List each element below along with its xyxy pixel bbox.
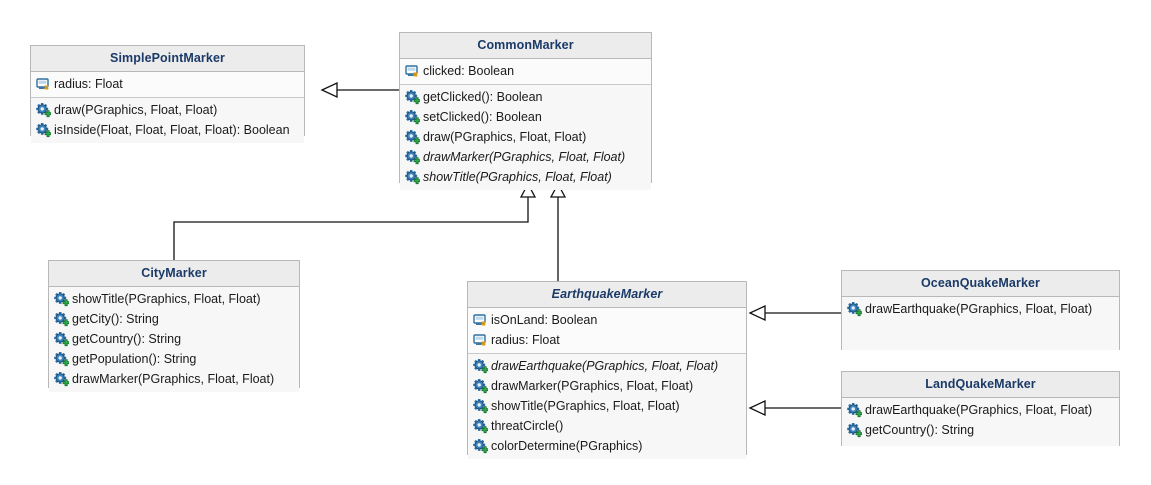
attributes-section-simple-point-marker: radius: Float [31,72,304,98]
public-method-icon [473,358,488,374]
attributes-section-common-marker: clicked: Boolean [400,59,651,85]
public-method-icon [54,351,69,367]
attributes-section-earthquake-marker: isOnLand: Boolean radius: Float [468,308,746,354]
edge-city-marker-to-common-marker [173,182,537,260]
protected-attribute-icon [473,333,488,348]
method-row: showTitle(PGraphics, Float, Float) [400,167,651,187]
public-method-icon [847,301,862,317]
method-row: showTitle(PGraphics, Float, Float) [468,396,746,416]
public-method-icon [54,331,69,347]
method-row: drawEarthquake(PGraphics, Float, Float) [842,299,1119,319]
method-row: drawMarker(PGraphics, Float, Float) [49,369,299,389]
public-method-icon [54,311,69,327]
member-label: showTitle(PGraphics, Float, Float) [72,292,261,306]
method-row: setClicked(): Boolean [400,107,651,127]
edge-earthquake-marker-to-common-marker [549,182,567,281]
method-row: drawMarker(PGraphics, Float, Float) [468,376,746,396]
class-box-city-marker[interactable]: CityMarker showTitle(PGraphics, Float, F… [48,260,300,392]
method-row: getCountry(): String [49,329,299,349]
class-box-earthquake-marker[interactable]: EarthquakeMarker isOnLand: Boolean radius… [467,281,747,459]
edge-common-marker-to-simple-point-marker [320,81,399,99]
class-title-land-quake-marker: LandQuakeMarker [842,372,1119,398]
methods-section-earthquake-marker: drawEarthquake(PGraphics, Float, Float) d… [468,354,746,459]
member-label: drawEarthquake(PGraphics, Float, Float) [865,403,1093,417]
class-title-ocean-quake-marker: OceanQuakeMarker [842,271,1119,297]
protected-attribute-icon [473,313,488,328]
method-row: getCountry(): String [842,420,1119,440]
methods-section-simple-point-marker: draw(PGraphics, Float, Float) isInside(Fl… [31,98,304,143]
methods-section-land-quake-marker: drawEarthquake(PGraphics, Float, Float) g… [842,398,1119,446]
public-method-icon [54,291,69,307]
member-label: drawMarker(PGraphics, Float, Float) [423,150,626,164]
method-row: drawEarthquake(PGraphics, Float, Float) [468,356,746,376]
protected-attribute-icon [405,64,420,79]
member-label: colorDetermine(PGraphics) [491,439,643,453]
public-method-icon [405,149,420,165]
public-method-icon [36,102,51,118]
member-label: draw(PGraphics, Float, Float) [423,130,587,144]
member-label: radius: Float [491,333,560,347]
methods-section-common-marker: getClicked(): Boolean setClicked(): Boole… [400,85,651,190]
member-label: isInside(Float, Float, Float, Float): Bo… [54,123,290,137]
public-method-icon [405,129,420,145]
member-label: drawEarthquake(PGraphics, Float, Float) [491,359,719,373]
member-label: clicked: Boolean [423,64,515,78]
method-row: showTitle(PGraphics, Float, Float) [49,289,299,309]
member-label: drawMarker(PGraphics, Float, Float) [72,372,275,386]
attribute-row: clicked: Boolean [400,61,651,81]
public-method-icon [405,89,420,105]
methods-section-ocean-quake-marker: drawEarthquake(PGraphics, Float, Float) [842,297,1119,350]
edge-ocean-quake-marker-to-earthquake-marker [748,304,841,322]
method-row: getClicked(): Boolean [400,87,651,107]
class-title-earthquake-marker: EarthquakeMarker [468,282,746,308]
class-title-city-marker: CityMarker [49,261,299,287]
attribute-row: isOnLand: Boolean [468,310,746,330]
public-method-icon [36,122,51,138]
method-row: draw(PGraphics, Float, Float) [400,127,651,147]
member-label: getCountry(): String [865,423,975,437]
member-label: setClicked(): Boolean [423,110,542,124]
member-label: getCity(): String [72,312,159,326]
public-method-icon [473,418,488,434]
method-row: drawEarthquake(PGraphics, Float, Float) [842,400,1119,420]
public-method-icon [847,422,862,438]
class-box-common-marker[interactable]: CommonMarker clicked: Boolean getClicked… [399,32,652,190]
member-label: threatCircle() [491,419,564,433]
member-label: getCountry(): String [72,332,182,346]
attribute-row: radius: Float [31,74,304,94]
public-method-icon [473,398,488,414]
member-label: radius: Float [54,77,123,91]
member-label: showTitle(PGraphics, Float, Float) [423,170,612,184]
method-row: draw(PGraphics, Float, Float) [31,100,304,120]
method-row: getCity(): String [49,309,299,329]
attribute-row: radius: Float [468,330,746,350]
method-row: isInside(Float, Float, Float, Float): Bo… [31,120,304,140]
public-method-icon [473,378,488,394]
protected-attribute-icon [36,77,51,92]
member-label: drawEarthquake(PGraphics, Float, Float) [865,302,1093,316]
class-box-land-quake-marker[interactable]: LandQuakeMarker drawEarthquake(PGraphics… [841,371,1120,446]
class-title-common-marker: CommonMarker [400,33,651,59]
public-method-icon [847,402,862,418]
member-label: getClicked(): Boolean [423,90,543,104]
public-method-icon [473,438,488,454]
method-row: getPopulation(): String [49,349,299,369]
member-label: getPopulation(): String [72,352,197,366]
member-label: isOnLand: Boolean [491,313,598,327]
method-row: drawMarker(PGraphics, Float, Float) [400,147,651,167]
member-label: showTitle(PGraphics, Float, Float) [491,399,680,413]
public-method-icon [405,169,420,185]
public-method-icon [405,109,420,125]
member-label: drawMarker(PGraphics, Float, Float) [491,379,694,393]
class-box-ocean-quake-marker[interactable]: OceanQuakeMarker drawEarthquake(PGraphic… [841,270,1120,350]
method-row: colorDetermine(PGraphics) [468,436,746,456]
methods-section-city-marker: showTitle(PGraphics, Float, Float) getCit… [49,287,299,392]
class-box-simple-point-marker[interactable]: SimplePointMarker radius: Float draw(PGr… [30,45,305,143]
public-method-icon [54,371,69,387]
method-row: threatCircle() [468,416,746,436]
member-label: draw(PGraphics, Float, Float) [54,103,218,117]
class-title-simple-point-marker: SimplePointMarker [31,46,304,72]
edge-land-quake-marker-to-earthquake-marker [748,399,841,417]
